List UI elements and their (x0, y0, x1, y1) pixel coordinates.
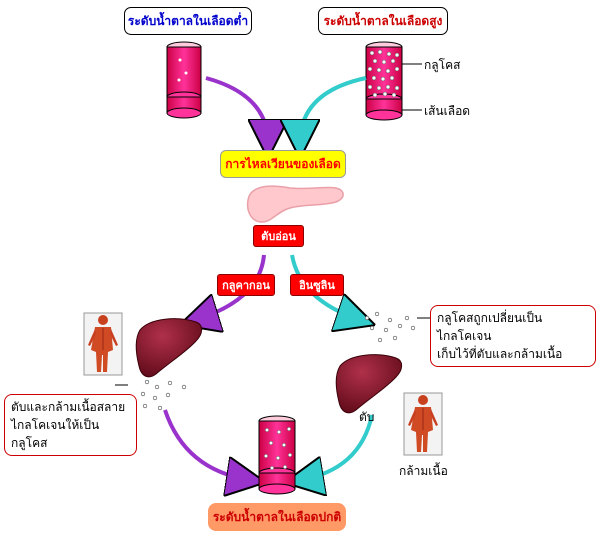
glucose-label: กลูโคส (424, 58, 461, 72)
insulin-label: อินซูลิน (290, 274, 344, 296)
normal-sugar-label: ระดับน้ำตาลในเลือดปกติ (208, 503, 346, 531)
glucose-dots-storage (364, 311, 416, 343)
high-sugar-label: ระดับน้ำตาลในเลือดสูง (318, 7, 448, 35)
liver-right-icon (335, 354, 403, 414)
storage-note-line1: กลูโคสถูกเปลี่ยนเป็นไกลโคเจน (437, 311, 543, 343)
liver-left-icon (135, 318, 203, 378)
pancreas-icon (246, 185, 344, 223)
arrow-high-to-circulation (300, 76, 367, 143)
arrow-storage-to-normal (300, 414, 374, 480)
vessel-high-sugar-icon (365, 41, 403, 121)
pancreas-label: ตับอ่อน (253, 225, 304, 247)
storage-note: กลูโคสถูกเปลี่ยนเป็นไกลโคเจน เก็บไว้ที่ต… (430, 305, 596, 367)
blood-vessel-label: เส้นเลือด (424, 104, 471, 118)
storage-note-line2: เก็บไว้ที่ตับและกล้ามเนื้อ (437, 347, 563, 361)
arrow-release-to-normal (163, 409, 250, 480)
low-sugar-label: ระดับน้ำตาลในเลือดต่ำ (124, 7, 252, 35)
arrow-low-to-circulation (205, 76, 268, 143)
glucagon-label: กลูคากอน (217, 274, 275, 296)
vessel-low-sugar-icon (166, 41, 202, 119)
muscle-figure-right-icon (403, 392, 443, 456)
glucose-dots-release (140, 379, 187, 411)
liver-label: ตับ (359, 410, 375, 424)
muscle-figure-left-icon (83, 312, 123, 376)
release-note-line2: ไกลโคเจนให้เป็นกลูโคส (11, 418, 100, 450)
circulation-label: การไหลเวียนของเลือด (220, 150, 346, 178)
vessel-normal-sugar-icon (258, 415, 296, 495)
release-note-line1: ตับและกล้ามเนื้อสลาย (11, 400, 126, 414)
muscle-label: กล้ามเนื้อ (399, 464, 448, 478)
release-note: ตับและกล้ามเนื้อสลาย ไกลโคเจนให้เป็นกลูโ… (4, 394, 137, 456)
